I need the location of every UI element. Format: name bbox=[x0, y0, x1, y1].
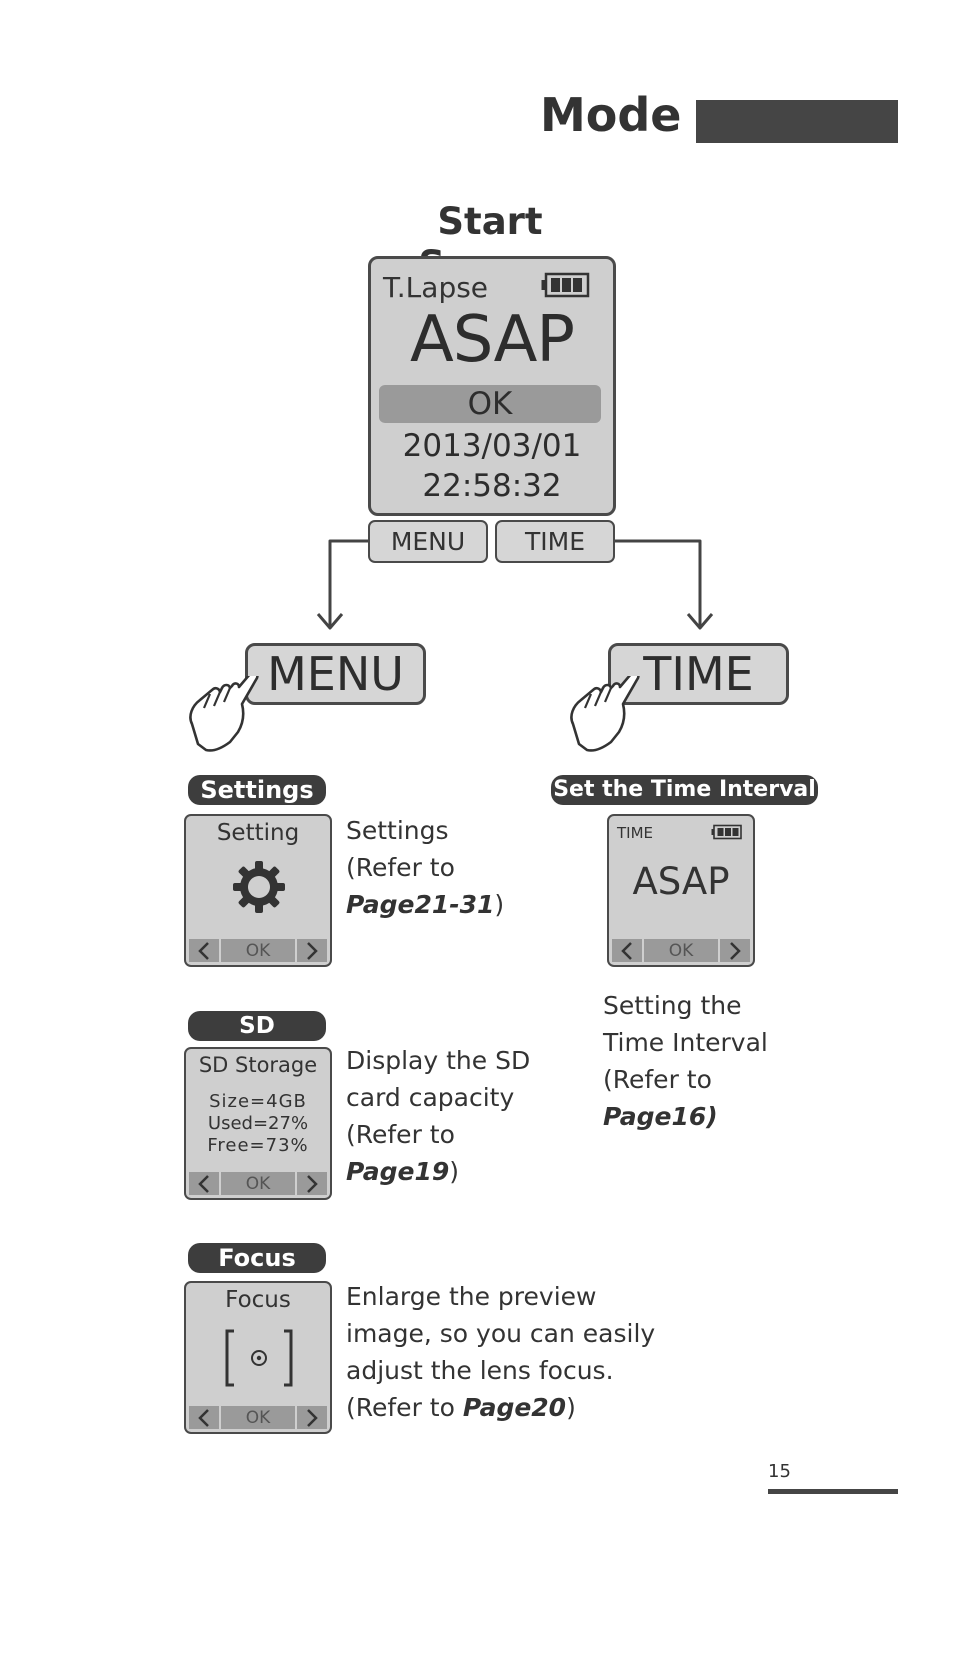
sd-page-ref: Page19 bbox=[346, 1157, 450, 1186]
sd-desc-line1: Display the SD bbox=[346, 1046, 531, 1075]
battery-icon bbox=[541, 272, 591, 302]
focus-desc-line2: image, so you can easily bbox=[346, 1319, 656, 1348]
interval-desc-line2: Time Interval bbox=[603, 1028, 768, 1057]
focus-ok-key: OK bbox=[221, 1406, 295, 1429]
settings-description: Settings (Refer to Page21-31) bbox=[346, 812, 546, 923]
interval-screen: TIME ASAP OK bbox=[607, 814, 755, 967]
date-label: 2013/03/01 bbox=[402, 428, 582, 464]
chevron-right-icon bbox=[720, 939, 750, 962]
sd-desc-line3: (Refer to bbox=[346, 1120, 455, 1149]
chevron-right-icon bbox=[297, 939, 327, 962]
focus-desc-close: ) bbox=[566, 1393, 576, 1422]
focus-screen: Focus OK bbox=[184, 1281, 332, 1434]
ok-label: OK bbox=[467, 386, 513, 422]
settings-desc-line1: Settings bbox=[346, 816, 449, 845]
page-number: 15 bbox=[768, 1461, 791, 1482]
sd-storage-pill: SD Storage bbox=[188, 1011, 326, 1069]
interval-screen-value: ASAP bbox=[632, 860, 730, 903]
settings-screen-title: Setting bbox=[216, 820, 300, 846]
focus-desc-line3: adjust the lens focus. bbox=[346, 1356, 614, 1385]
time-label: 22:58:32 bbox=[422, 468, 562, 504]
focus-description: Enlarge the preview image, so you can ea… bbox=[346, 1278, 666, 1426]
ok-bar bbox=[379, 385, 601, 423]
interval-value: ASAP bbox=[410, 303, 575, 377]
mode-label: T.Lapse bbox=[383, 271, 489, 304]
interval-pill: Set the Time Interval bbox=[551, 775, 818, 805]
settings-pill: Settings bbox=[188, 775, 326, 805]
settings-desc-line3: Page21-31) bbox=[346, 886, 546, 923]
header-bar bbox=[696, 100, 898, 143]
sd-screen-title: SD Storage bbox=[198, 1053, 318, 1077]
flow-arrows bbox=[316, 539, 714, 630]
footer-rule bbox=[768, 1489, 898, 1494]
menu-hw-button[interactable]: MENU bbox=[368, 520, 488, 563]
focus-screen-title: Focus bbox=[225, 1287, 291, 1313]
focus-pill: Focus bbox=[188, 1243, 326, 1273]
menu-big-button-label: MENU bbox=[267, 647, 404, 701]
focus-desc-line4: (Refer to Page20) bbox=[346, 1389, 666, 1426]
settings-desc-close: ) bbox=[494, 890, 505, 919]
sd-desc-close: ) bbox=[449, 1157, 460, 1186]
hand-pointer-icon bbox=[565, 670, 655, 760]
settings-screen: Setting OK bbox=[184, 814, 332, 967]
time-big-button[interactable]: TIME bbox=[608, 643, 789, 705]
interval-ok-key: OK bbox=[644, 939, 718, 962]
chevron-left-icon bbox=[189, 1172, 219, 1195]
gear-icon bbox=[232, 860, 286, 918]
sd-size: Size=4GB bbox=[209, 1091, 307, 1112]
interval-desc-line4: Page16) bbox=[603, 1098, 823, 1135]
focus-desc-prefix: (Refer to bbox=[346, 1393, 463, 1422]
settings-page-ref: Page21-31 bbox=[346, 890, 495, 919]
settings-desc-line2: (Refer to bbox=[346, 853, 455, 882]
interval-desc-line1: Setting the bbox=[603, 991, 742, 1020]
menu-big-button[interactable]: MENU bbox=[245, 643, 426, 705]
menu-hw-button-label: MENU bbox=[390, 527, 466, 556]
focus-icon bbox=[224, 1329, 294, 1391]
sd-description: Display the SD card capacity (Refer to P… bbox=[346, 1042, 566, 1190]
chevron-right-icon bbox=[297, 1406, 327, 1429]
sd-desc-line2: card capacity bbox=[346, 1083, 515, 1112]
start-screen-display: T.Lapse ASAP OK 2013/03/01 22:58:32 bbox=[368, 256, 616, 516]
settings-ok-key: OK bbox=[221, 939, 295, 962]
chevron-left-icon bbox=[189, 939, 219, 962]
page-title: Mode bbox=[540, 88, 682, 142]
sd-used: Used=27% bbox=[207, 1113, 309, 1134]
sd-desc-line4: Page19) bbox=[346, 1153, 566, 1190]
time-big-button-label: TIME bbox=[643, 647, 754, 701]
chevron-right-icon bbox=[297, 1172, 327, 1195]
sd-storage-screen: SD Storage Size=4GB Used=27% Free=73% OK bbox=[184, 1047, 332, 1200]
focus-desc-line1: Enlarge the preview bbox=[346, 1282, 597, 1311]
battery-icon bbox=[711, 824, 743, 844]
interval-desc-line3: (Refer to bbox=[603, 1065, 712, 1094]
chevron-left-icon bbox=[189, 1406, 219, 1429]
time-hw-button-label: TIME bbox=[524, 527, 585, 556]
hand-pointer-icon bbox=[184, 670, 274, 760]
sd-free: Free=73% bbox=[207, 1135, 309, 1156]
focus-page-ref: Page20 bbox=[462, 1393, 567, 1422]
chevron-left-icon bbox=[612, 939, 642, 962]
interval-screen-title: TIME bbox=[617, 824, 654, 842]
time-hw-button[interactable]: TIME bbox=[495, 520, 615, 563]
interval-description: Setting the Time Interval (Refer to Page… bbox=[603, 987, 823, 1135]
interval-page-ref: Page16) bbox=[603, 1102, 718, 1131]
sd-ok-key: OK bbox=[221, 1172, 295, 1195]
